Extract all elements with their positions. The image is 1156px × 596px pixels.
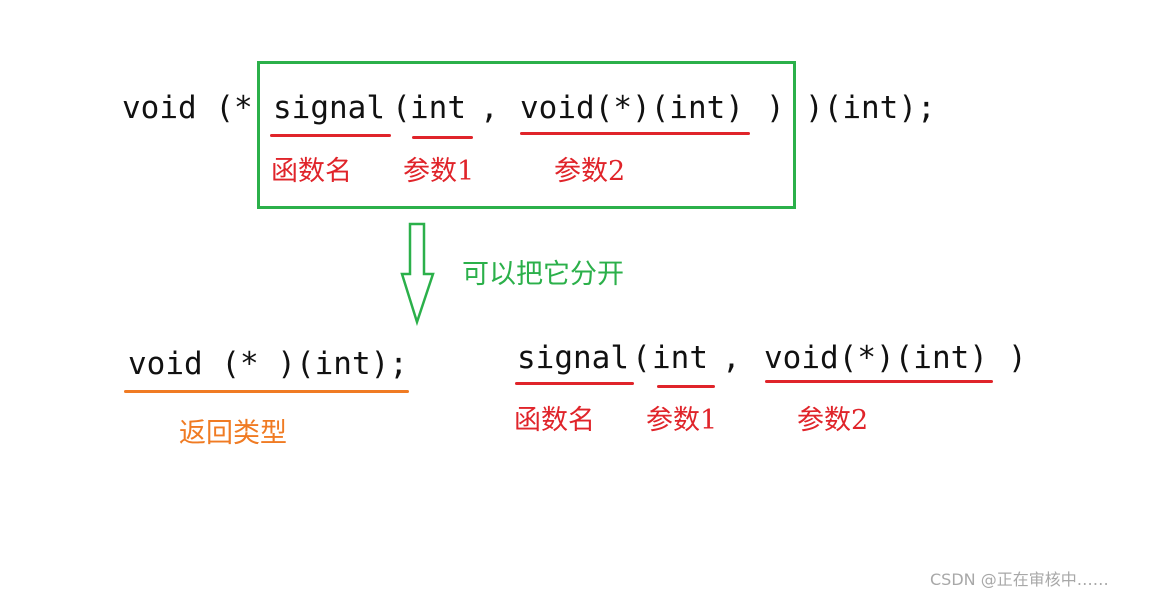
bottom-param2-underline (765, 380, 993, 383)
top-open-paren: ( (392, 90, 411, 126)
top-func-name: signal (273, 90, 385, 126)
bottom-param1-underline (657, 385, 715, 388)
arrow-label: 可以把它分开 (462, 259, 624, 290)
top-param2-underline (520, 132, 750, 135)
top-suffix: )(int); (805, 90, 936, 126)
return-type-label: 返回类型 (179, 418, 287, 449)
top-param1: int (410, 90, 466, 126)
top-comma: , (480, 90, 499, 126)
bottom-func-name-label: 函数名 (514, 405, 595, 436)
top-close-paren: ) (766, 90, 785, 126)
bottom-param1-label: 参数1 (646, 405, 718, 436)
top-param2: void(*)(int) (520, 90, 744, 126)
highlight-box (257, 61, 796, 209)
top-func-name-label: 函数名 (271, 156, 352, 187)
down-arrow-icon (400, 222, 435, 326)
bottom-right-open-paren: ( (632, 340, 651, 376)
top-func-name-underline (270, 134, 391, 137)
top-prefix: void (* (122, 90, 253, 126)
bottom-right-close-paren: ) (1008, 340, 1027, 376)
bottom-right-func-name: signal (517, 340, 629, 376)
return-type-underline (124, 390, 409, 393)
top-param2-label: 参数2 (554, 156, 626, 187)
bottom-right-param2: void(*)(int) (764, 340, 988, 376)
top-param1-underline (412, 136, 473, 139)
watermark: CSDN @正在审核中…… (930, 570, 1109, 589)
bottom-param2-label: 参数2 (797, 405, 869, 436)
bottom-left-code: void (* )(int); (128, 346, 408, 382)
bottom-right-comma: , (722, 340, 741, 376)
top-param1-label: 参数1 (403, 156, 475, 187)
bottom-right-param1: int (652, 340, 708, 376)
bottom-func-name-underline (515, 382, 634, 385)
